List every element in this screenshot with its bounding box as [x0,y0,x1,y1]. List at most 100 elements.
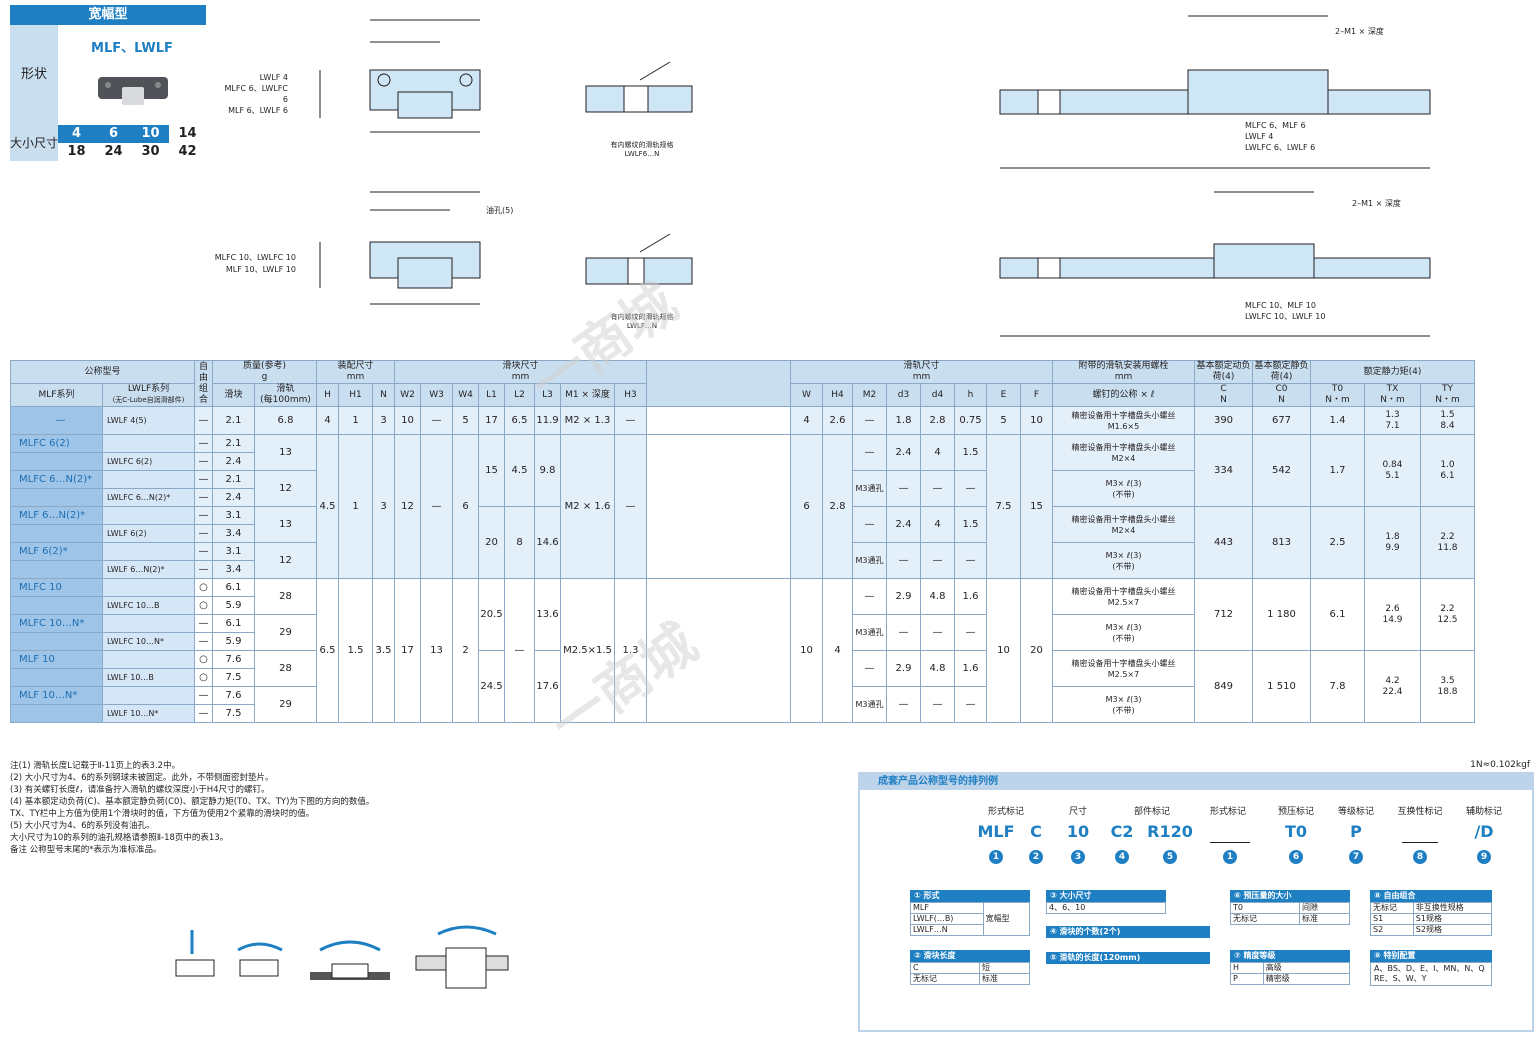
cell-slider: 6.1 [212,578,255,597]
cell-slider: 3.1 [212,542,255,561]
cell-h: 0.75 [954,406,987,435]
cell-L3: 13.6 [534,578,561,651]
size-6: 6 [95,125,132,143]
caption-b: 有内螺纹的滑轨规格 LWLF…N [582,312,702,330]
cell-lwlf: LWLFC 6(2) [102,452,195,471]
cell-spacer [646,578,791,723]
cell-lwlf: LWLF 4(5) [102,406,195,435]
drawing-a-label: MLFC 6、LWLFC 6 [224,84,288,104]
order-label: 互换性标记 [1397,807,1443,817]
cell-free: — [194,488,213,507]
col-T0-text: T0 [1331,384,1344,394]
cell-W2: 12 [394,434,421,579]
cell-C: 334 [1194,434,1253,507]
cell-W2: 17 [394,578,421,723]
cell-d4: — [920,686,955,723]
order-value: 10 [1066,822,1090,841]
cell-L3: 14.6 [534,506,561,579]
cell-H3: 1.3 [614,578,647,723]
h-block-text: 滑块尺寸 [502,361,539,371]
legend-cell: P [1230,973,1264,985]
h-model: 公称型号 [10,360,195,384]
cell-slider: 2.1 [212,470,255,489]
cross-section-b [319,191,481,305]
cell-slider: 6.1 [212,614,255,633]
cell-L1: 15 [478,434,505,507]
col-L2: L2 [504,383,535,407]
order-label: 形式标记 [987,807,1024,817]
unit-n: N [1220,395,1227,405]
series-name: MLF、LWLF [91,41,173,56]
order-value: C2 [1110,822,1134,841]
screw-line: (不带) [1112,489,1135,499]
drawing-a-label: LWLF 4 [259,73,288,82]
cell-d4: 4.8 [920,650,955,687]
order-label: 部件标记 [1133,807,1170,817]
order-number: 7 [1349,850,1363,864]
cell-F: 15 [1020,434,1053,579]
cell-d3: 2.4 [886,506,921,543]
cell-E: 7.5 [986,434,1021,579]
series-header-box: 宽幅型 形状 MLF、LWLF 大小尺寸 4 6 10 14 18 24 30 … [10,5,206,161]
cell-d4: — [920,470,955,507]
note-1: 注(1) 滑轨长度L记载于Ⅱ-11页上的表3.2中。 [10,761,181,771]
h-lwlf-text: LWLF系列 [127,384,170,394]
cell-W4: 2 [452,578,479,723]
ty-single: 2.2 [1440,603,1455,614]
legend-title: ⑥ 预压量的大小 [1230,890,1350,902]
drawing-b-label: MLF 10、LWLF 10 [225,265,296,274]
order-label: 尺寸 [1068,807,1087,817]
cell-spacer [646,434,791,579]
unit-nm: N・m [1325,395,1350,405]
cell-lwlf: LWLF 10…N* [102,704,195,723]
cell-slider: 7.6 [212,686,255,705]
h-assembly-text: 装配尺寸 [337,361,374,371]
cell-d4: — [920,614,955,651]
cell-h: 1.5 [954,434,987,471]
cell-L2: — [504,578,535,723]
size-42: 42 [169,143,206,161]
cell-W2: 10 [394,406,421,435]
screw-line: M2.5×7 [1107,669,1140,679]
ty-double: 6.1 [1440,470,1455,481]
legend-cell: C [909,962,981,974]
ty-single: 1.0 [1440,459,1455,470]
cell-E: 10 [986,578,1021,723]
legend-cell: 间隙 [1299,902,1350,914]
cell-mlf: — [10,406,103,435]
cell-mlf: MLFC 10 [10,578,103,597]
cell-h: — [954,542,987,579]
table-row: — LWLF 4(5) — 2.1 6.8 4 1 3 10 — 5 17 6.… [10,406,1475,435]
cell-rail: 28 [254,650,317,687]
cell-L1: 20 [478,506,505,579]
size-label: 大小尺寸 [10,125,58,161]
h-c0: 基本额定静负荷(4) [1252,360,1311,384]
caption-line: 有内螺纹的滑轨规格 [610,313,674,321]
cell-slider: 7.5 [212,704,255,723]
cell-W: 4 [790,406,823,435]
col-TY-text: TY [1442,384,1453,394]
legend-cell: LWLF…N [910,924,984,936]
legend-cell: 标准 [1299,913,1350,925]
product-photo [98,77,168,105]
cell-M2: M3通孔 [852,686,887,723]
rail-section-b [585,233,693,285]
cell-mlf: MLF 10…N* [10,686,103,705]
cell-d3: 2.9 [886,650,921,687]
legend-cell: 无标记 [909,973,981,985]
tx-single: 2.6 [1385,603,1400,614]
unit-n: N [1278,395,1285,405]
cell-E: 5 [986,406,1021,435]
depth-label-a: 2–M1 × 深度 [1335,27,1384,36]
